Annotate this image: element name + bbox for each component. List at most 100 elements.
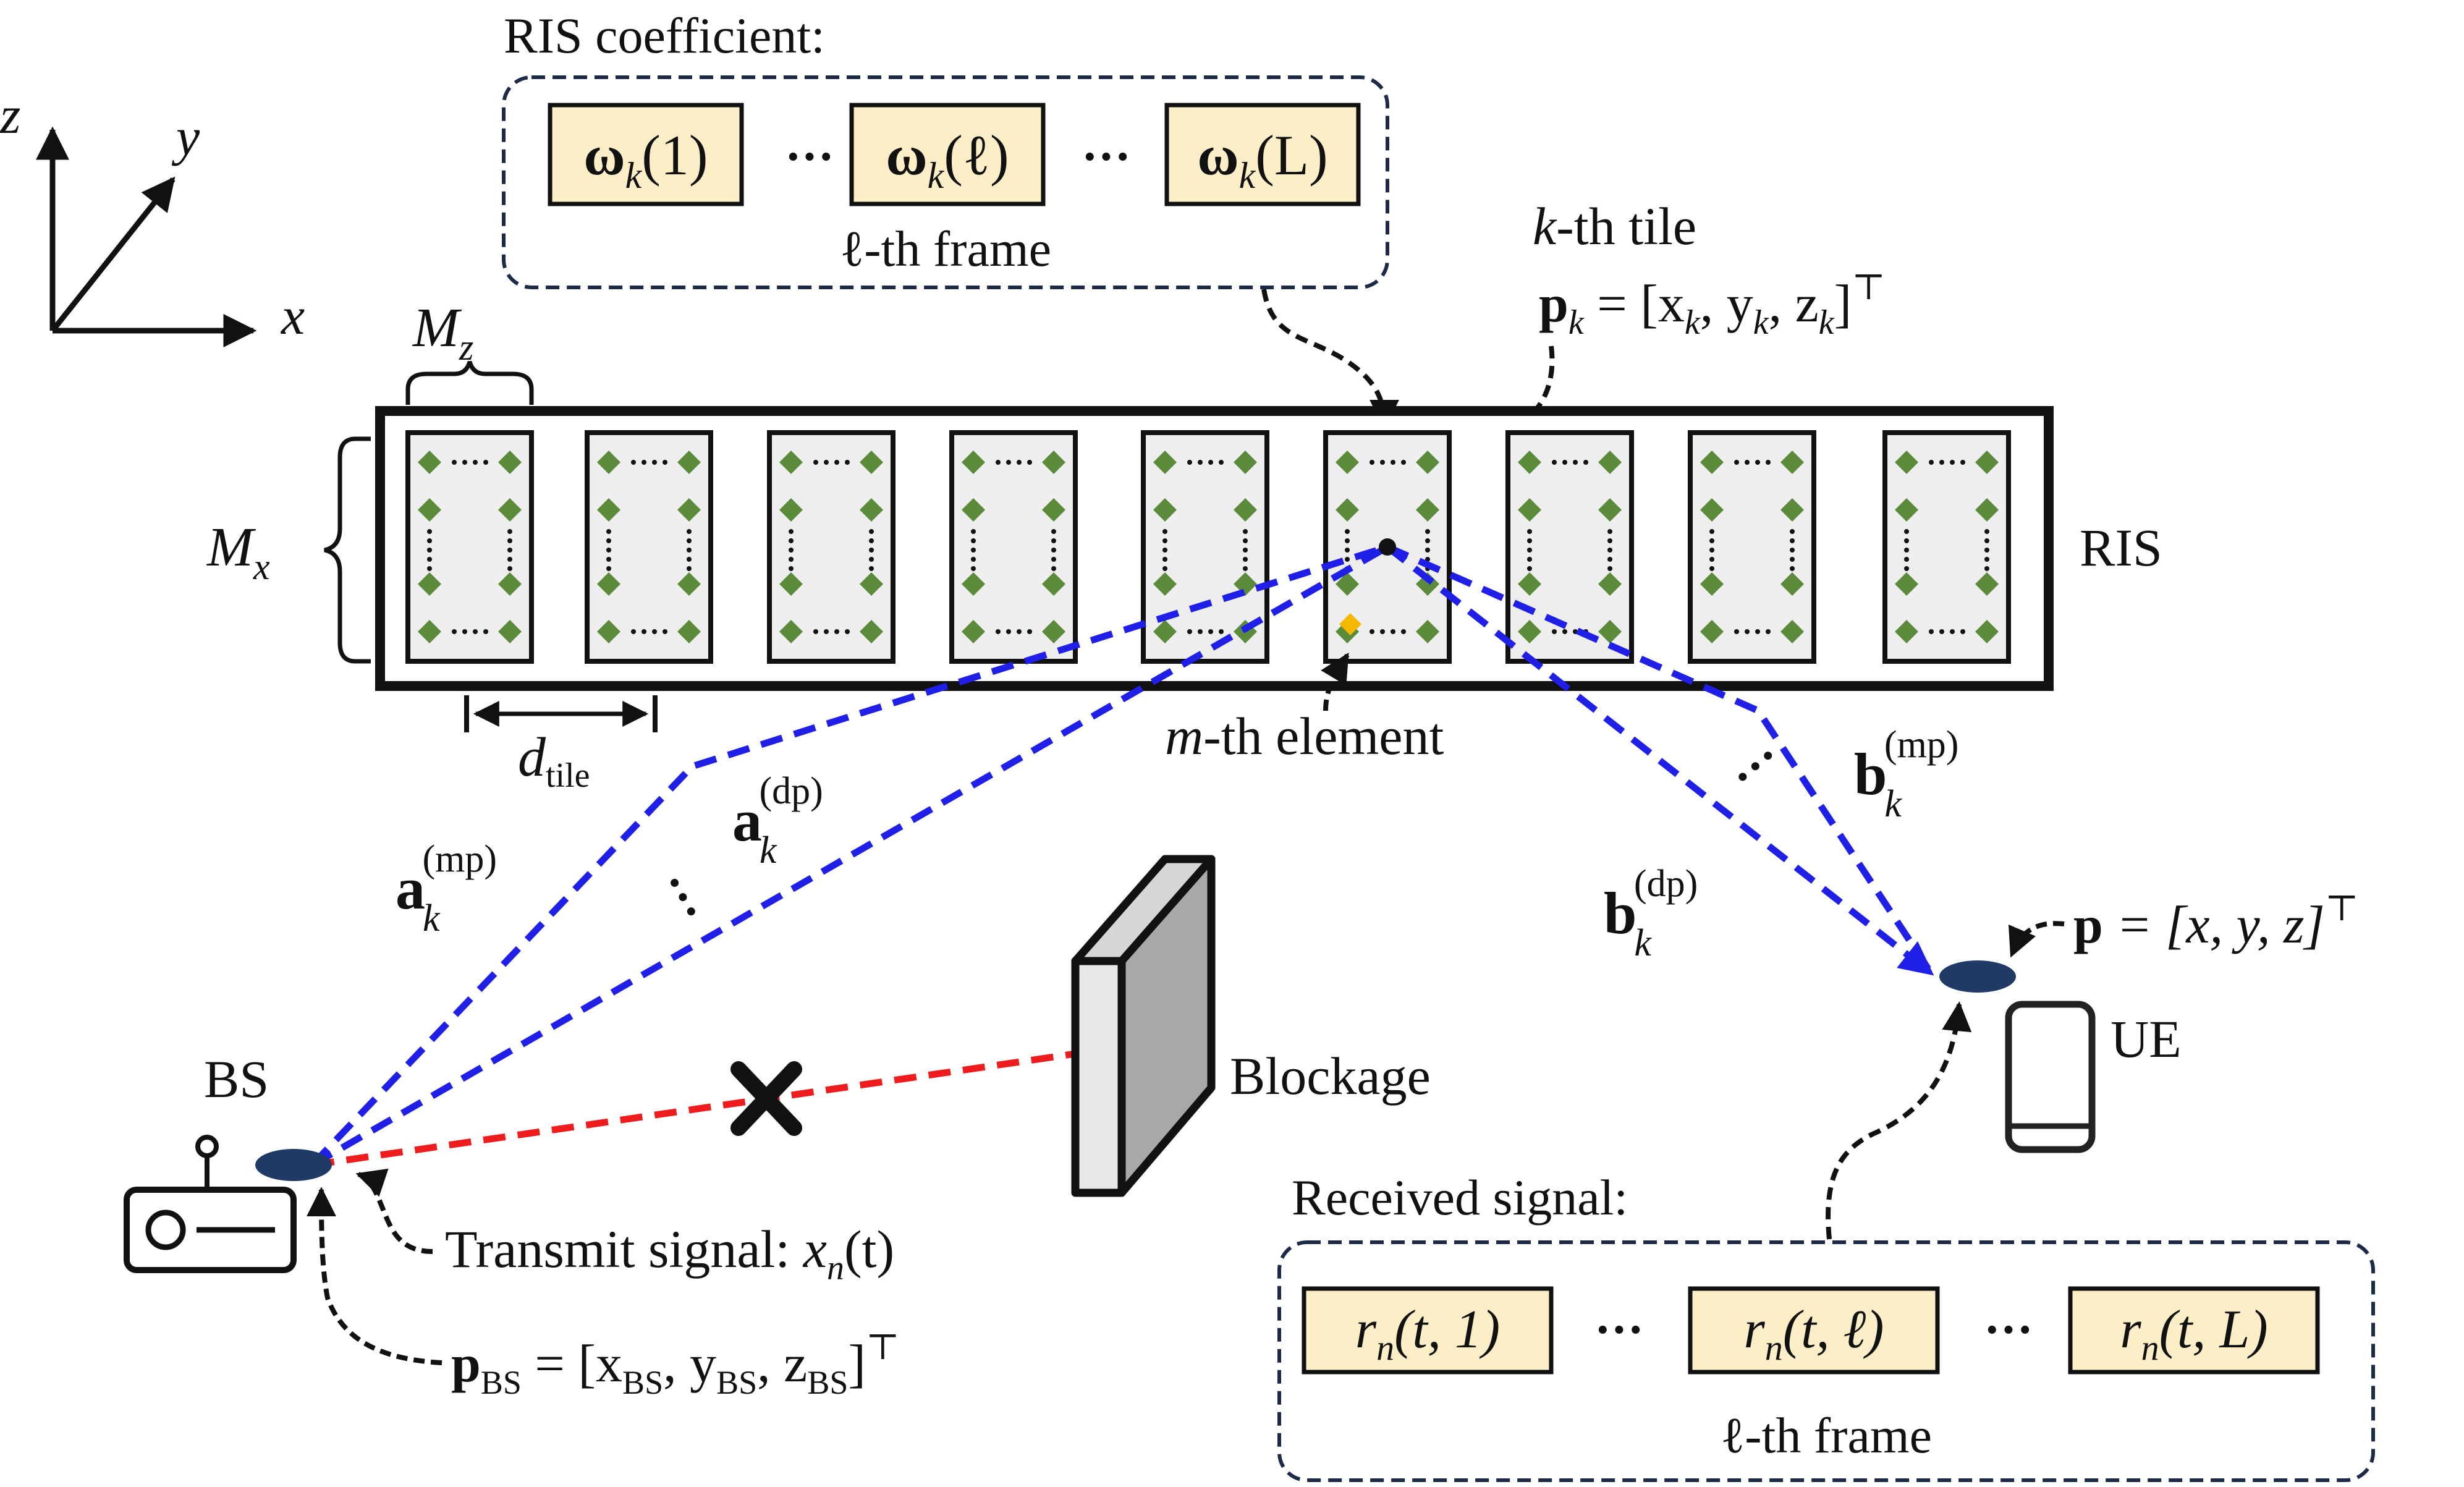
ellipsis-dot: [1017, 629, 1022, 634]
ellipsis-dot: [1187, 629, 1192, 634]
ellipsis-dot: [1929, 629, 1934, 634]
ris-element: [1042, 498, 1065, 522]
ellipsis-dot: [1208, 460, 1213, 465]
ris-element: [677, 620, 701, 643]
ellipsis-dot: [1162, 566, 1167, 571]
y-axis-arrow: [50, 176, 176, 333]
ellipsis-dot: [507, 529, 512, 534]
ris-element: [1234, 572, 1257, 596]
ris-element: [498, 451, 522, 474]
ellipsis-dot: [1734, 629, 1739, 634]
ris-element: [962, 572, 985, 596]
received-signal-group: Received signal: rn(t, 1) ··· rn(t, ℓ) ·…: [1277, 1169, 2375, 1482]
tile-point: [1379, 538, 1396, 556]
ellipsis-dot: [1984, 557, 1989, 562]
ellipsis-dot: [1960, 629, 1965, 634]
ris-element: [597, 572, 620, 596]
ellipsis-dot: [606, 566, 611, 571]
z-axis-label: z: [0, 85, 20, 145]
ellipsis-dot: [1790, 548, 1795, 553]
ris-panel: RIS: [375, 406, 2162, 691]
ellipsis-dot: [1243, 557, 1248, 562]
ellipsis-dot: [427, 548, 432, 553]
ellipsis-dot: [1562, 460, 1567, 465]
ris-element: [1042, 451, 1065, 474]
ris-element: [1416, 620, 1439, 643]
ellipsis-dot: [1527, 548, 1532, 553]
ellipsis-dot: [1187, 460, 1192, 465]
ellipsis-dot: [1219, 460, 1224, 465]
b-dots: ···: [1719, 730, 1792, 803]
ellipsis-dot: [1607, 557, 1612, 562]
ris-element: [860, 620, 883, 643]
ris-element: [1598, 620, 1622, 643]
a-dp-label: ak(dp): [732, 770, 823, 871]
ue-position-label: p = [x, y, z]⊤: [2073, 888, 2358, 954]
bs-group: BS: [124, 1049, 332, 1273]
rx-cell-2-label: rn(t, ℓ): [1744, 1300, 1884, 1368]
transmit-arrow: [355, 1168, 433, 1254]
ellipsis-dot: [1562, 629, 1567, 634]
ris-coefficient-dashed-box: [502, 75, 1389, 289]
ellipsis-dot: [1950, 629, 1955, 634]
ellipsis-dot: [1790, 538, 1795, 543]
ris-element: [677, 451, 701, 474]
ellipsis-dot: [1198, 629, 1203, 634]
ellipsis-dot: [462, 460, 467, 465]
coordinate-axes: z y x: [0, 85, 305, 347]
mz-label: Mz: [412, 297, 473, 368]
ellipsis-dot: [1051, 538, 1056, 543]
ellipsis-dot: [1904, 557, 1909, 562]
ellipsis-dot: [452, 460, 457, 465]
ellipsis-dot: [1425, 538, 1430, 543]
mx-brace-group: Mx: [206, 436, 371, 664]
ris-element: [1153, 620, 1177, 643]
ellipsis-dot: [971, 548, 976, 553]
ellipsis-dot: [1527, 538, 1532, 543]
b-mp-label: bk(mp): [1854, 724, 1958, 825]
ellipsis-dot: [971, 529, 976, 534]
ellipsis-dot: [789, 529, 794, 534]
ellipsis-dot: [1162, 557, 1167, 562]
ellipsis-dot: [1984, 548, 1989, 553]
y-axis-label: y: [171, 107, 200, 166]
element-label-group: m-th element: [1165, 652, 1444, 766]
ellipsis-dot: [869, 529, 874, 534]
ellipsis-dot: [1006, 629, 1011, 634]
ellipsis-dot: [606, 538, 611, 543]
ris-element: [1700, 572, 1724, 596]
ellipsis-dot: [789, 557, 794, 562]
ris-element: [1518, 451, 1541, 474]
ellipsis-dot: [1219, 629, 1224, 634]
ellipsis-dot: [1583, 460, 1588, 465]
ellipsis-dot: [1734, 460, 1739, 465]
ellipsis-dot: [1051, 529, 1056, 534]
ellipsis-dot: [789, 566, 794, 571]
ellipsis-dot: [1607, 566, 1612, 571]
signal-paths: [310, 538, 1934, 1169]
ellipsis-dot: [1051, 557, 1056, 562]
ellipsis-dot: [1950, 460, 1955, 465]
ellipsis-dot: [687, 529, 692, 534]
ellipsis-dot: [1345, 538, 1350, 543]
ellipsis-dot: [507, 566, 512, 571]
ellipsis-dot: [427, 538, 432, 543]
coef-cell-2: [849, 103, 1046, 206]
coef-dots-1: ···: [785, 130, 834, 184]
ellipsis-dot: [1790, 529, 1795, 534]
ris-coefficient-title: RIS coefficient:: [504, 7, 825, 64]
ris-element: [597, 451, 620, 474]
received-signal-title: Received signal:: [1292, 1169, 1628, 1226]
ris-element: [1700, 620, 1724, 643]
ellipsis-dot: [1709, 557, 1714, 562]
ris-element: [1336, 572, 1359, 596]
ris-element: [1895, 572, 1918, 596]
ellipsis-dot: [1904, 566, 1909, 571]
ellipsis-dot: [1345, 529, 1350, 534]
bs-position-label: pBS = [xBS, yBS, zBS]⊤: [451, 1327, 900, 1401]
ris-element: [1780, 498, 1804, 522]
ellipsis-dot: [507, 557, 512, 562]
ellipsis-dot: [1766, 629, 1771, 634]
ellipsis-dot: [483, 629, 488, 634]
ellipsis-dot: [1401, 629, 1406, 634]
